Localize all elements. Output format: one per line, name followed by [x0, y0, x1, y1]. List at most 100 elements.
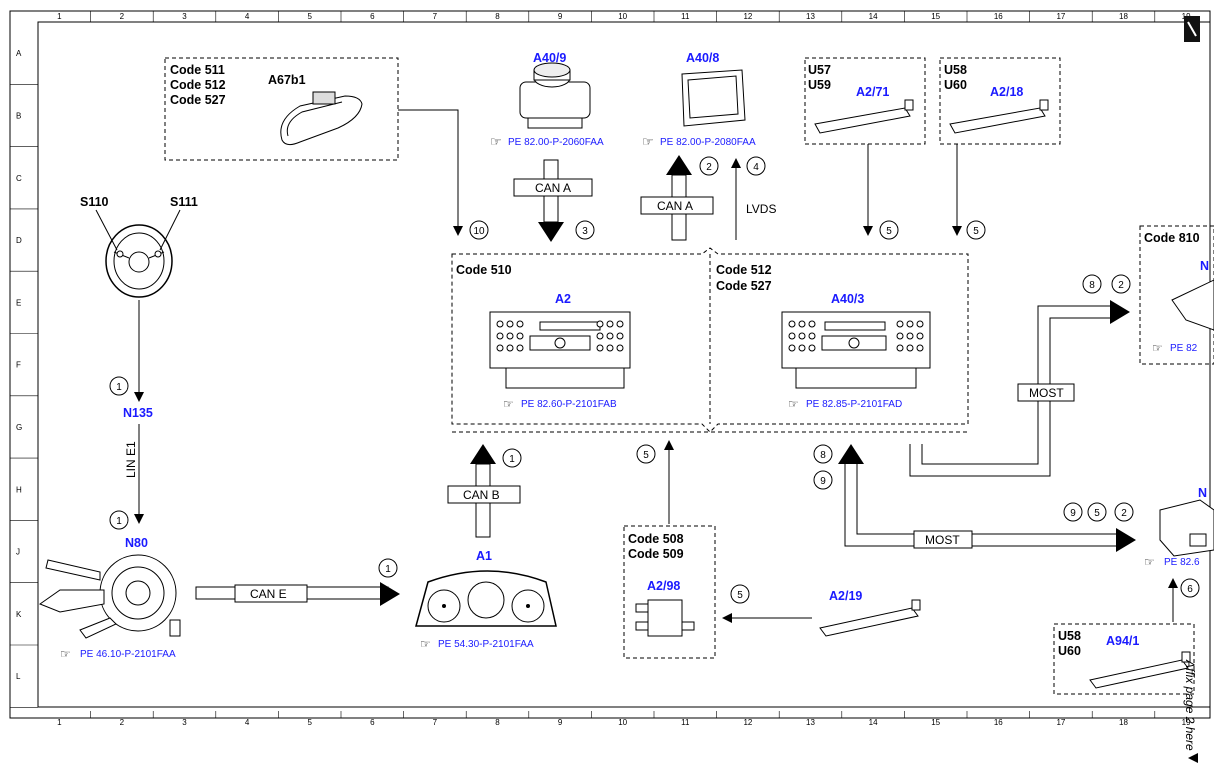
arrowhead [134, 392, 144, 402]
a2-18-label: A2/18 [990, 85, 1023, 99]
grid-col-label: 12 [743, 718, 752, 727]
grid-col-label: 2 [120, 718, 125, 727]
s111-label: S111 [170, 195, 198, 209]
circled-number: 9 [813, 470, 833, 490]
reference-hand-icon: ☞ [1152, 341, 1163, 355]
can-a-up-arrowhead [666, 155, 692, 175]
can-b-arrowhead [470, 444, 496, 464]
a40-3-code-2: Code 527 [716, 279, 772, 293]
grid-row-label: J [16, 548, 20, 557]
a2-71-code-2: U59 [808, 78, 831, 92]
grid-col-label: 12 [743, 12, 752, 21]
circled-number-text: 10 [473, 226, 485, 237]
a2-98-code-1: Code 508 [628, 532, 684, 546]
most-upper-arrowhead [1110, 300, 1130, 324]
most-lower-arrowhead [1116, 528, 1136, 552]
a2-18-code-1: U58 [944, 63, 967, 77]
grid-col-label: 18 [1119, 12, 1128, 21]
grid-col-label: 10 [618, 12, 627, 21]
circled-number-text: 9 [1070, 508, 1076, 519]
a40-3-label: A40/3 [831, 292, 864, 306]
a94-1-label: A94/1 [1106, 634, 1139, 648]
reference-hand-icon: ☞ [642, 134, 654, 149]
code-810-label: N [1200, 259, 1209, 273]
grid-row-label: H [16, 485, 22, 494]
circled-number: 5 [879, 220, 899, 240]
steering-wheel-icon [105, 224, 173, 298]
grid-col-label: 9 [558, 12, 563, 21]
s110-label: S110 [80, 195, 109, 209]
amplifier-icon [1171, 279, 1214, 331]
a67b1-label: A67b1 [268, 73, 306, 87]
comand-head-unit-icon [781, 311, 931, 389]
circled-number-text: 2 [1118, 280, 1124, 291]
grid-col-label: 6 [370, 12, 375, 21]
circled-number-text: 1 [116, 516, 122, 527]
a94-1-code-2: U60 [1058, 644, 1081, 658]
head-unit-group-box [451, 247, 969, 433]
controller-knob-icon [519, 62, 591, 129]
arrowhead [722, 613, 732, 623]
circled-number-text: 3 [582, 226, 588, 237]
grid-col-label: 4 [245, 12, 250, 21]
grid-row-label: K [16, 610, 22, 619]
can-a-shaft [543, 195, 559, 223]
grid-col-label: 1 [57, 12, 62, 21]
can-b-shaft [475, 463, 491, 487]
radio-head-unit-icon [489, 311, 631, 389]
grid-col-label: 6 [370, 718, 375, 727]
arrowhead [863, 226, 873, 236]
grid-col-label: 10 [618, 718, 627, 727]
circled-number: 4 [746, 156, 766, 176]
a67b1-code-3: Code 527 [170, 93, 226, 107]
circled-number-text: 5 [973, 226, 979, 237]
can-e-label: CAN E [250, 587, 287, 601]
circled-number: 1 [109, 376, 129, 396]
reference-hand-icon: ☞ [1144, 555, 1155, 569]
a40-9-ref: PE 82.00-P-2060FAA [508, 137, 604, 148]
most-upper-outer [909, 317, 1112, 477]
a67b1-code-2: Code 512 [170, 78, 226, 92]
reference-hand-icon: ☞ [60, 647, 71, 661]
can-a-up-shaft-low [671, 213, 687, 241]
grid-col-label: 19 [1182, 718, 1191, 727]
grid-col-label: 17 [1056, 718, 1065, 727]
a40-3-code-1: Code 512 [716, 263, 772, 277]
grid-row-label: D [16, 236, 22, 245]
a40-3-ref: PE 82.85-P-2101FAD [806, 399, 902, 410]
lvds-arrowhead [731, 158, 741, 168]
circled-number: 1 [378, 558, 398, 578]
corner-marker-icon [1184, 16, 1200, 42]
arrowhead [664, 440, 674, 450]
code-810-box [1139, 225, 1214, 365]
grid-col-label: 2 [120, 12, 125, 21]
grid-col-label: 16 [994, 718, 1003, 727]
antenna-amplifier-icon [635, 599, 695, 637]
grid-row-label: L [16, 672, 21, 681]
circled-number-text: 6 [1187, 584, 1193, 595]
a67b1-line [398, 109, 459, 228]
n135-label: N135 [123, 406, 153, 420]
circled-number: 2 [1111, 274, 1131, 294]
grid-col-label: 11 [681, 718, 690, 727]
grid-col-label: 13 [806, 718, 815, 727]
can-a-up-label: CAN A [657, 199, 693, 213]
most-lower-outer [844, 464, 1118, 547]
grid-col-label: 14 [869, 12, 878, 21]
grid-col-label: 3 [182, 718, 187, 727]
circled-number: 5 [730, 584, 750, 604]
circled-number: 5 [636, 444, 656, 464]
grid-row-label: B [16, 111, 21, 120]
tuner-module-icon [1159, 499, 1214, 557]
circled-number: 8 [1082, 274, 1102, 294]
circled-number: 8 [813, 444, 833, 464]
circled-number: 1 [109, 510, 129, 530]
grid-row-label: F [16, 361, 21, 370]
a2-label: A2 [555, 292, 571, 306]
circled-number: 2 [699, 156, 719, 176]
can-b-label: CAN B [463, 488, 500, 502]
grid-col-label: 5 [307, 718, 312, 727]
